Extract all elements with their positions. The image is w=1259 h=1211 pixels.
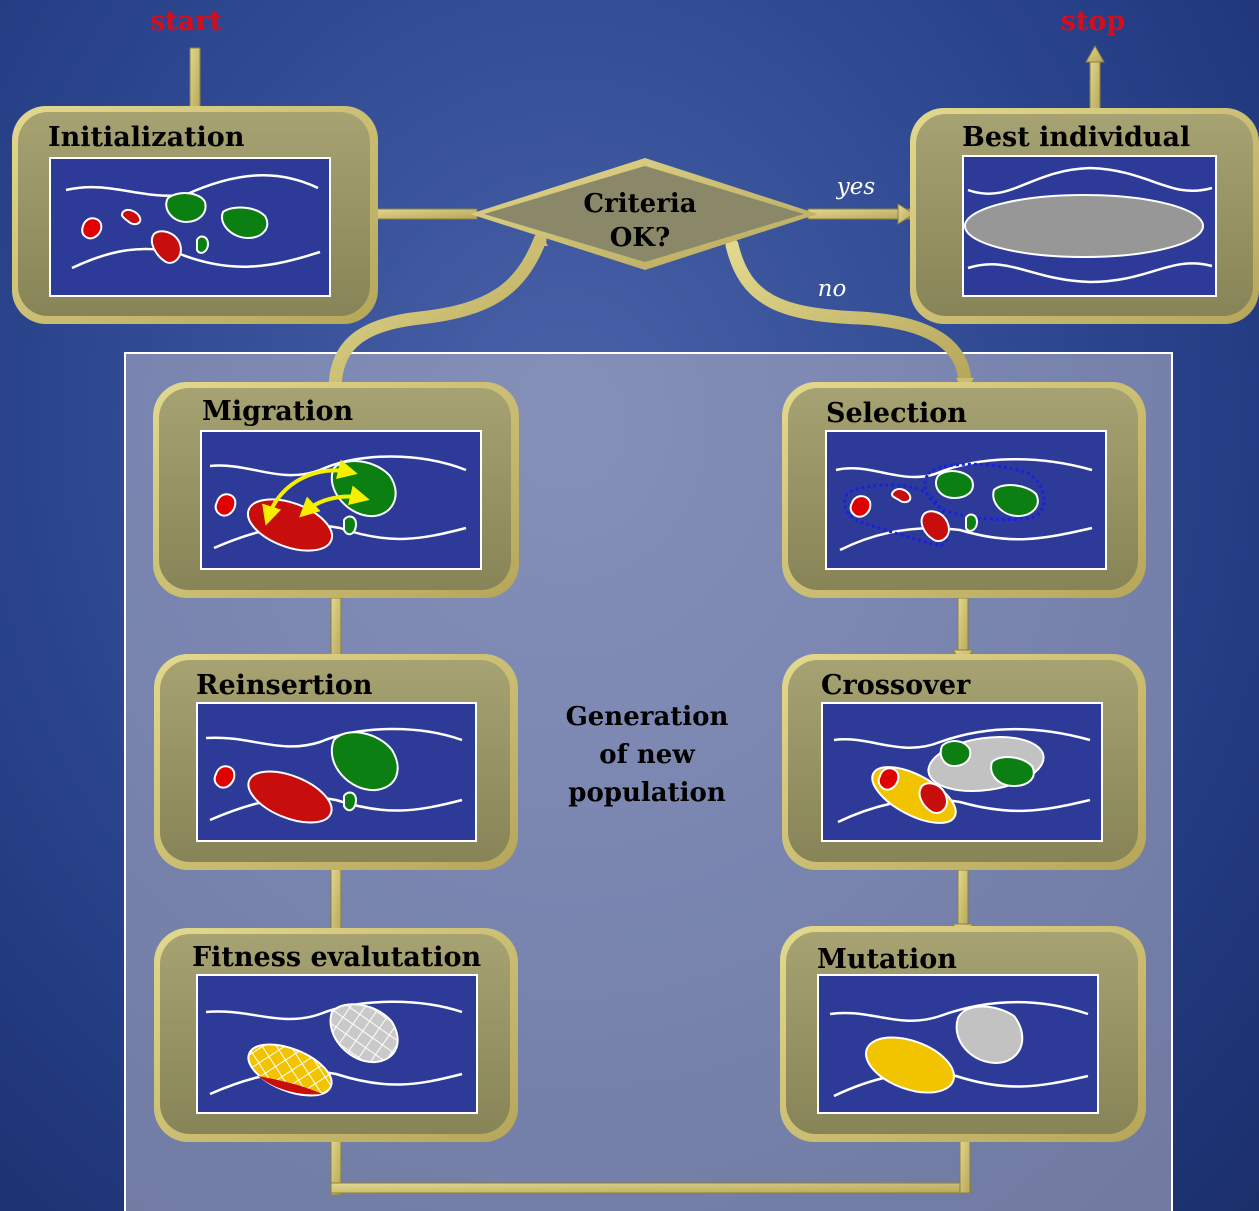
panel-initialization: Initialization (12, 106, 378, 324)
start-label: start (150, 6, 222, 37)
panel-title-migration: Migration (202, 396, 353, 427)
generation-caption-line2: of new (599, 740, 695, 770)
panel-migration: Migration (153, 382, 519, 598)
ok-label: OK? (610, 223, 670, 253)
return-path (328, 233, 547, 397)
panel-title-reinsertion: Reinsertion (196, 670, 373, 701)
panel-reinsertion: Reinsertion (154, 654, 518, 870)
panel-title-selection: Selection (826, 398, 967, 429)
panel-selection: Selection (782, 382, 1146, 598)
panel-title-initialization: Initialization (48, 122, 245, 153)
panel-fitness-evaluation: Fitness evalutation (154, 928, 518, 1142)
panel-best-individual: Best individual (910, 108, 1259, 324)
panel-crossover: Crossover (782, 654, 1146, 870)
panel-title-best-individual: Best individual (962, 122, 1190, 153)
panel-title-fitness: Fitness evalutation (192, 942, 481, 973)
panel-mutation: Mutation (780, 926, 1146, 1142)
no-label: no (818, 276, 847, 302)
yes-label: yes (836, 174, 876, 200)
generation-caption-line3: population (568, 778, 726, 808)
no-path (725, 238, 972, 392)
criteria-decision: Criteria OK? (470, 158, 818, 270)
generation-caption-line1: Generation (566, 702, 729, 732)
criteria-label: Criteria (583, 189, 696, 219)
panel-title-crossover: Crossover (821, 670, 971, 701)
panel-title-mutation: Mutation (817, 944, 957, 975)
stop-label: stop (1061, 6, 1126, 37)
